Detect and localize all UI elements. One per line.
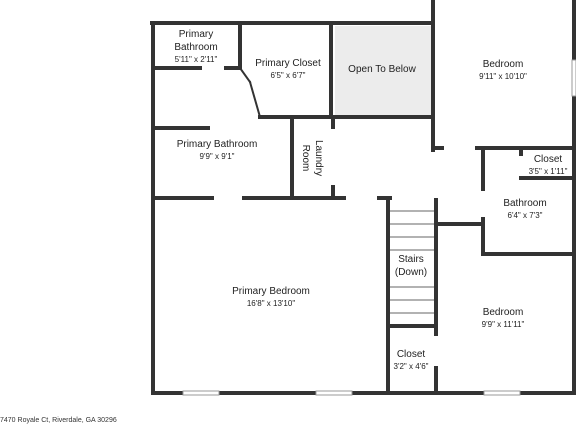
- window: [315, 390, 353, 396]
- door-opening: [519, 156, 523, 176]
- bathroom-dims: 6'4" x 7'3": [508, 211, 543, 220]
- primary-bedroom-name: Primary Bedroom: [232, 286, 310, 297]
- closet-right-dims: 3'5" x 1'11": [529, 167, 568, 176]
- window: [483, 390, 521, 396]
- bathroom-name: Bathroom: [503, 198, 546, 209]
- primary-bathroom-small-name-2: Bathroom: [174, 42, 217, 53]
- primary-bathroom-dims: 9'9" x 9'1": [200, 152, 235, 161]
- wall: [248, 80, 262, 119]
- room-labels: Primary Bathroom 5'11" x 2'11" Primary C…: [174, 29, 567, 371]
- door-opening: [434, 336, 438, 366]
- bedroom-top-name: Bedroom: [483, 59, 524, 70]
- bedroom-bottom-dims: 9'9" x 11'11": [482, 320, 525, 329]
- windows: [182, 59, 576, 396]
- wall: [238, 66, 252, 84]
- property-address: 7470 Royale Ct, Riverdale, GA 30296: [0, 417, 117, 424]
- bedroom-top-dims: 9'11" x 10'10": [479, 72, 527, 81]
- door-opening: [346, 196, 377, 200]
- primary-bathroom-name: Primary Bathroom: [177, 139, 258, 150]
- stair-treads: [390, 210, 434, 314]
- primary-closet-dims: 6'5" x 6'7": [271, 71, 306, 80]
- laundry-room-name-2: Room: [300, 145, 311, 172]
- primary-bedroom-dims: 16'8" x 13'10": [247, 299, 295, 308]
- door-opening: [331, 129, 335, 185]
- window: [571, 59, 576, 97]
- door-opening: [481, 191, 485, 217]
- door-openings: [202, 66, 523, 366]
- door-opening: [214, 196, 242, 200]
- closet-bottom-dims: 3'2" x 4'6": [394, 362, 429, 371]
- walls: [150, 0, 576, 395]
- window: [182, 390, 220, 396]
- door-opening: [202, 66, 224, 70]
- closet-right-name: Closet: [534, 154, 563, 165]
- open-to-below-area: [335, 26, 432, 117]
- primary-bathroom-small-name-1: Primary: [179, 29, 213, 40]
- bedroom-bottom-name: Bedroom: [483, 307, 524, 318]
- closet-bottom-name: Closet: [397, 349, 426, 360]
- stairs-name-2: (Down): [395, 267, 427, 278]
- primary-closet-name: Primary Closet: [255, 58, 321, 69]
- primary-bathroom-small-dims: 5'11" x 2'11": [175, 55, 218, 64]
- open-to-below-name: Open To Below: [348, 64, 416, 75]
- laundry-room-name-1: Laundry: [313, 140, 324, 176]
- floor-right-wing: [432, 0, 576, 394]
- stairs-name-1: Stairs: [398, 254, 424, 265]
- door-opening: [444, 146, 475, 150]
